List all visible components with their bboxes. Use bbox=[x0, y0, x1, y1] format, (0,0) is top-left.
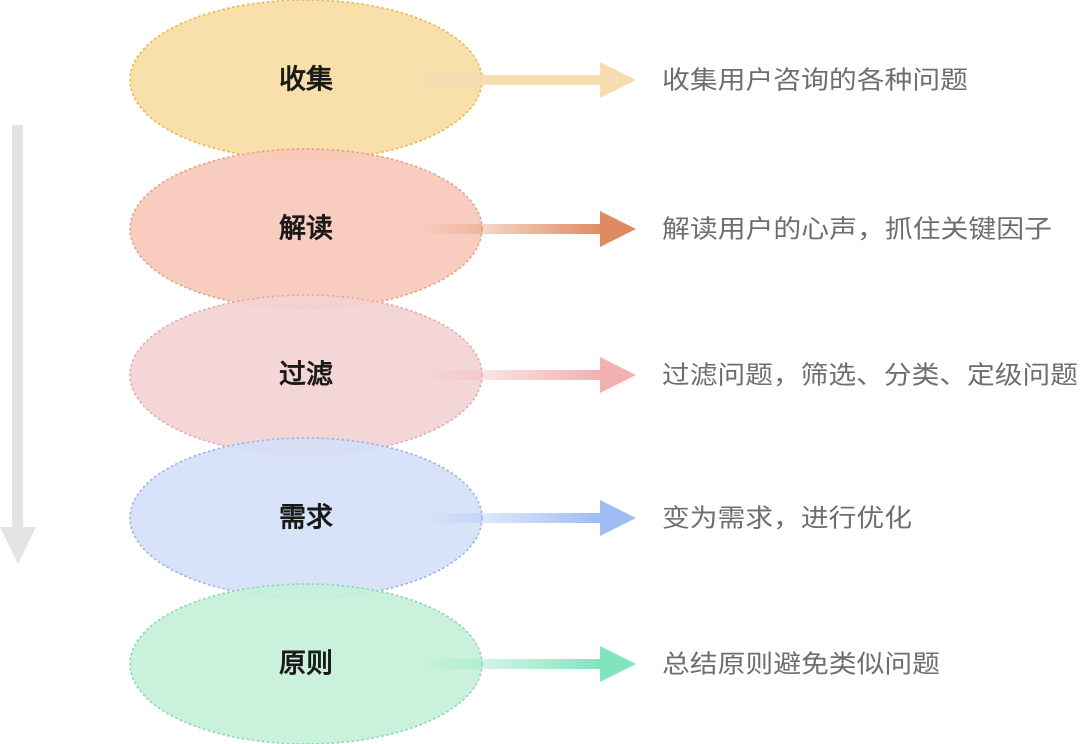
stage-description-requirement: 变为需求，进行优化 bbox=[662, 504, 912, 533]
stage-arrow-requirement bbox=[420, 500, 636, 536]
stage-title-principle: 原则 bbox=[279, 649, 333, 680]
flow-direction-arrow bbox=[0, 125, 36, 564]
stage-description-filter: 过滤问题，筛选、分类、定级问题 bbox=[662, 361, 1078, 390]
stage-arrow-interpret bbox=[420, 211, 636, 247]
flow-arrow-shaft bbox=[12, 125, 23, 527]
stage-title-collect: 收集 bbox=[279, 64, 334, 96]
stage-description-principle: 总结原则避免类似问题 bbox=[662, 650, 940, 679]
stage-title-requirement: 需求 bbox=[279, 503, 333, 534]
stage-description-collect: 收集用户咨询的各种问题 bbox=[662, 66, 968, 95]
stage-title-filter: 过滤 bbox=[279, 360, 333, 391]
stage-description-interpret: 解读用户的心声，抓住关键因子 bbox=[662, 215, 1052, 244]
stage-arrow-filter bbox=[420, 357, 636, 393]
flow-arrow-head bbox=[0, 527, 36, 564]
stage-arrow-principle bbox=[420, 646, 636, 682]
stage-arrow-collect bbox=[420, 62, 636, 98]
stage-title-interpret: 解读 bbox=[279, 214, 333, 245]
